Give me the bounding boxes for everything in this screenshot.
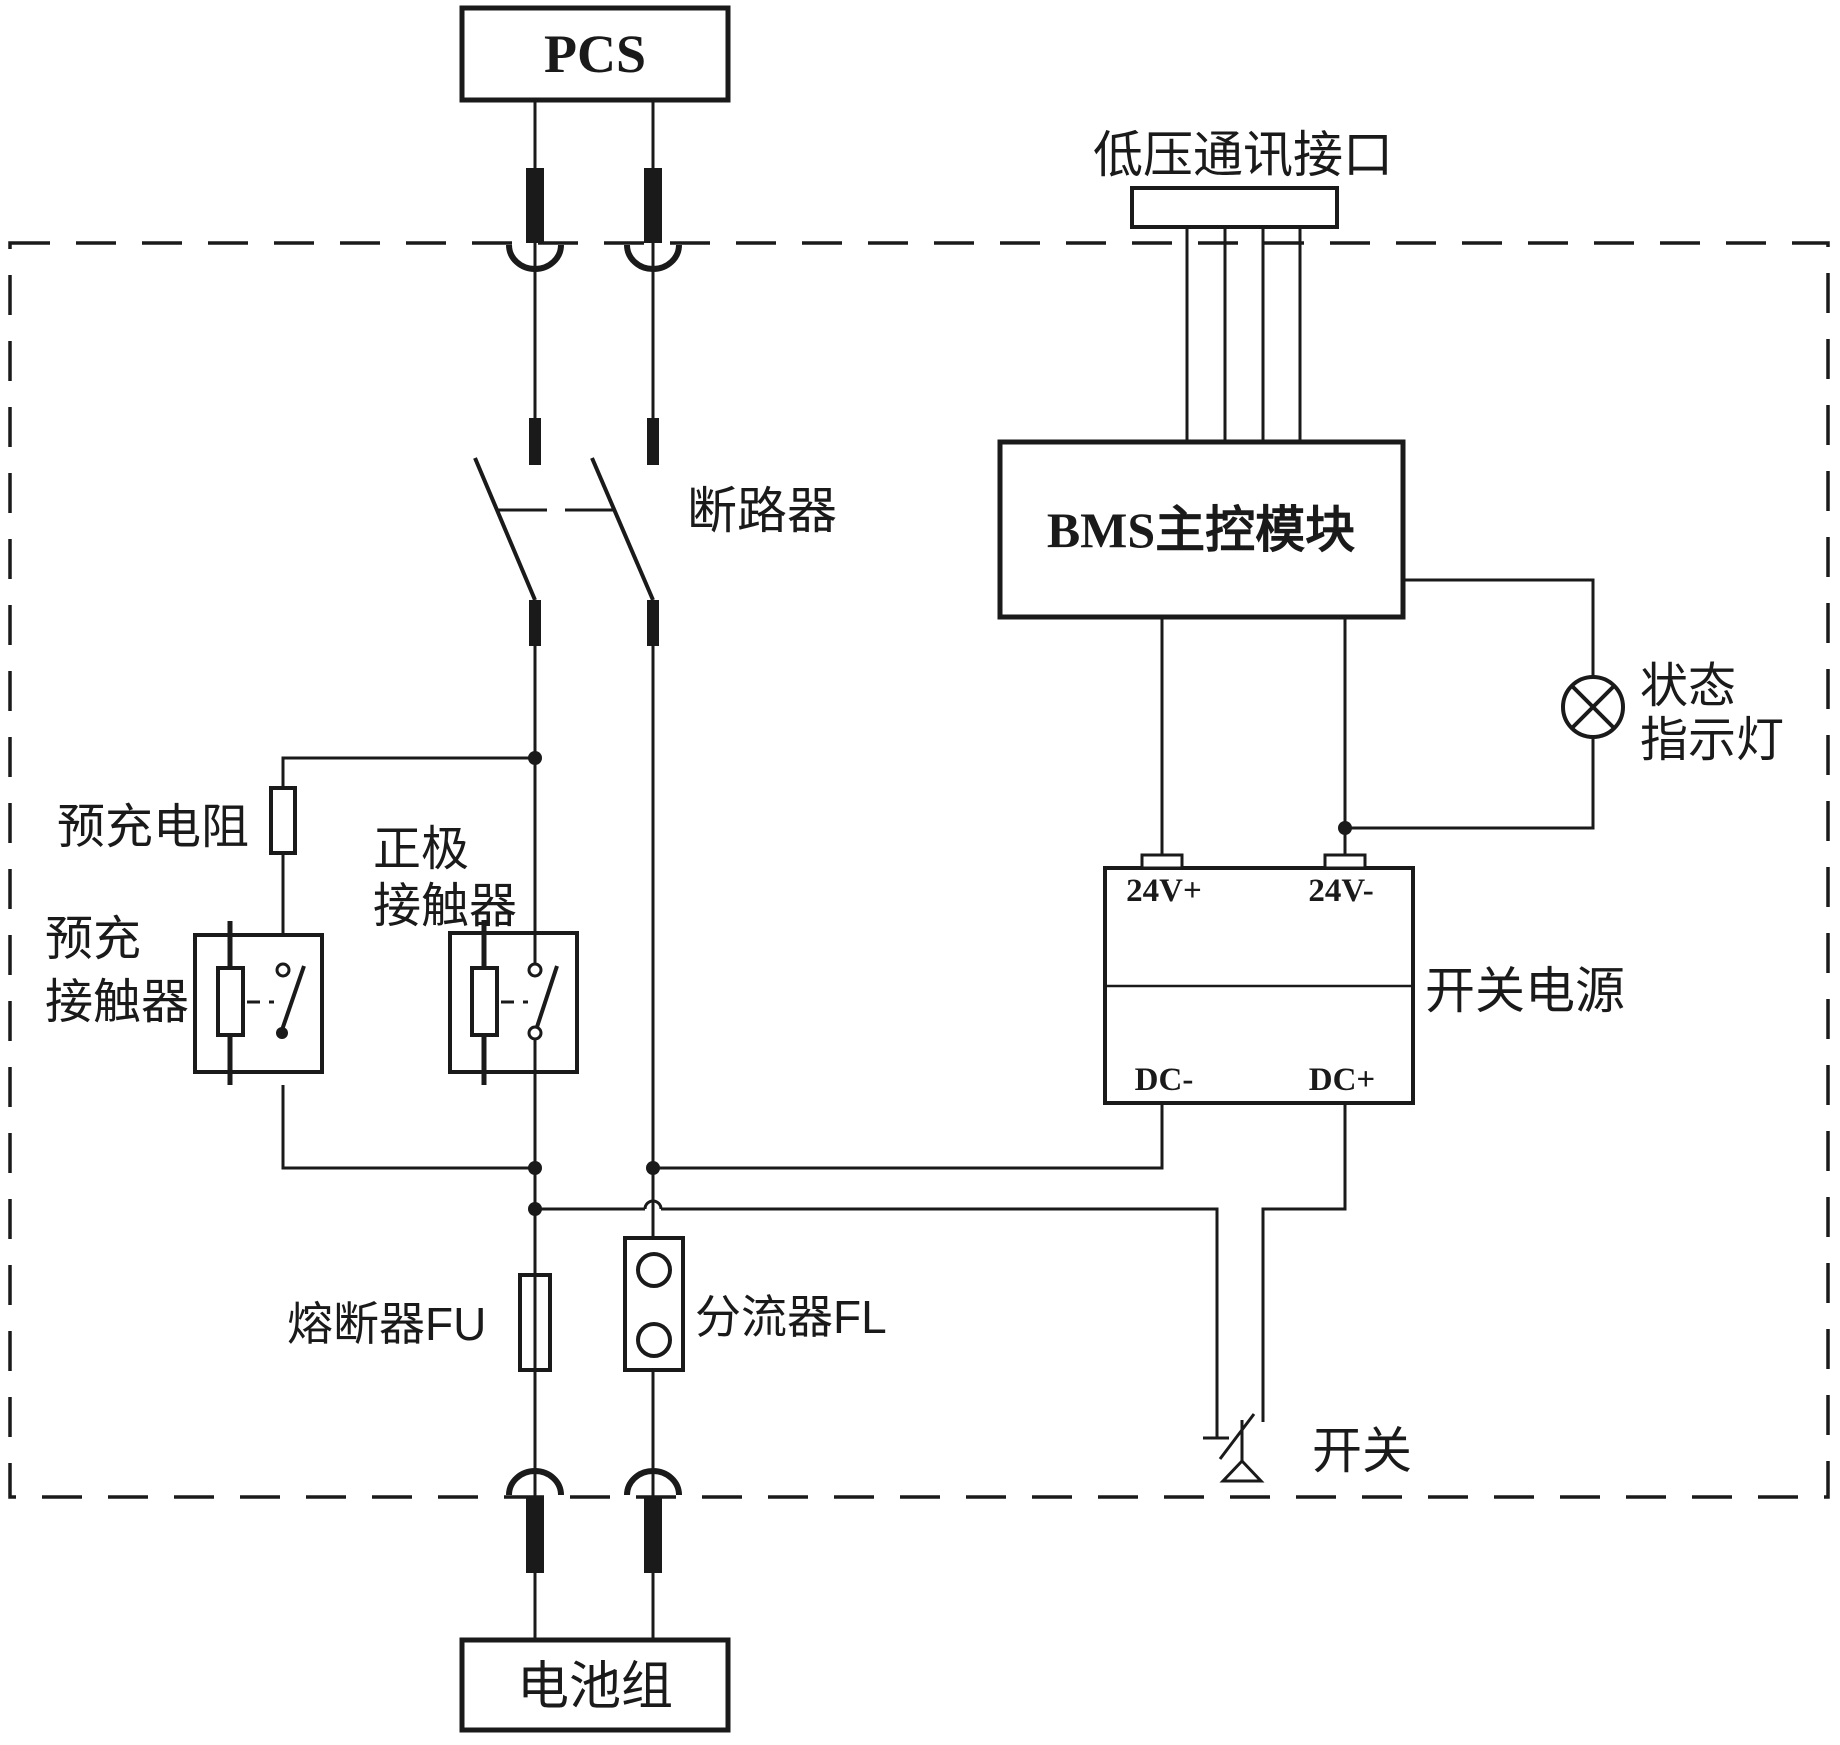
- coil-symbol: [216, 966, 245, 1037]
- comm-interface-box: [1130, 186, 1339, 229]
- lamp-return-wire: [1345, 737, 1595, 830]
- pcs-unit: PCS: [459, 5, 731, 103]
- coil-symbol: [470, 966, 499, 1037]
- precharge-contactor-label: 预充: [45, 913, 141, 966]
- bms-label: BMS主控模块: [1047, 502, 1355, 558]
- status-lamp: 状态 指示灯: [1561, 660, 1784, 767]
- top-feedthrough-terminals: [506, 168, 682, 272]
- breaker-contact: [529, 418, 541, 465]
- psu-terminal-24v-minus: 24V-: [1308, 873, 1373, 909]
- feedthrough-cup: [506, 244, 564, 272]
- feedthrough-terminal: [526, 168, 544, 243]
- precharge-resistor-label: 预充电阻: [57, 801, 249, 854]
- circuit-breaker: 断路器: [473, 418, 837, 646]
- breaker-blade: [590, 457, 655, 601]
- precharge-resistor: 预充电阻: [57, 786, 297, 855]
- battery-box: [459, 1637, 731, 1733]
- lamp-feed-wire: [1403, 578, 1595, 677]
- psu-terminal-24v-plus: 24V+: [1126, 873, 1202, 909]
- switch-base: [1219, 1458, 1265, 1483]
- feedthrough-cup: [506, 1468, 564, 1496]
- psu-terminal-dc-minus: DC-: [1135, 1062, 1194, 1098]
- precharge-branch-wire: [281, 756, 535, 935]
- breaker-contact: [647, 600, 659, 646]
- battery-pack: 电池组: [459, 1637, 731, 1733]
- comm-interface: 低压通讯接口: [1093, 127, 1393, 442]
- contactor-box: [193, 933, 324, 1074]
- status-lamp-icon: [1570, 684, 1616, 730]
- positive-contactor-label: 正极: [373, 823, 469, 876]
- junction-dot: [528, 751, 542, 765]
- bms-box: [997, 439, 1406, 620]
- shunt: 分流器FL: [623, 1236, 887, 1372]
- positive-feed-wire: [661, 1207, 1219, 1438]
- shunt-label: 分流器FL: [695, 1291, 887, 1343]
- power-switch: 开关: [1203, 1413, 1412, 1483]
- shunt-terminal: [636, 1322, 672, 1358]
- fuse-label: 熔断器FU: [287, 1298, 486, 1350]
- positive-contactor: 正极 接触器: [373, 823, 579, 1085]
- breaker-contact: [647, 418, 659, 465]
- positive-contactor-label: 接触器: [373, 880, 517, 933]
- feedthrough-terminal: [526, 1497, 544, 1573]
- enclosure-dashed-border: [8, 241, 1830, 1499]
- pcs-box: [459, 5, 731, 103]
- battery-label: 电池组: [517, 1658, 673, 1716]
- junction-dot: [528, 1161, 542, 1175]
- psu-terminal-tab: [1323, 853, 1367, 870]
- shunt-terminal: [636, 1252, 672, 1288]
- contactor-box: [448, 931, 579, 1074]
- feedthrough-terminal: [644, 1497, 662, 1573]
- breaker-label: 断路器: [687, 483, 837, 539]
- resistor-symbol: [269, 786, 297, 855]
- status-lamp-label: 指示灯: [1640, 714, 1784, 767]
- dc-plus-wire: [1261, 1103, 1347, 1422]
- bottom-feedthrough-terminals: [506, 1468, 682, 1573]
- junction-dot: [1338, 821, 1352, 835]
- precharge-return-wire: [281, 1085, 535, 1170]
- breaker-blade: [473, 457, 537, 601]
- feedthrough-cup: [624, 244, 682, 272]
- junction-dot: [646, 1161, 660, 1175]
- contact-blade: [280, 965, 306, 1031]
- precharge-contactor-label: 接触器: [45, 976, 189, 1029]
- fuse: 熔断器FU: [287, 1273, 552, 1372]
- switch-blade: [1218, 1413, 1256, 1460]
- switch-label: 开关: [1312, 1423, 1412, 1479]
- bms-module: BMS主控模块: [997, 439, 1406, 620]
- psu-terminal-dc-plus: DC+: [1309, 1062, 1375, 1098]
- feedthrough-cup: [624, 1468, 682, 1496]
- feedthrough-terminal: [644, 168, 662, 243]
- contact-point: [275, 962, 291, 978]
- contact-point: [276, 1027, 288, 1039]
- comm-interface-label: 低压通讯接口: [1093, 127, 1393, 183]
- contact-blade: [534, 965, 559, 1031]
- contact-point: [527, 1025, 543, 1041]
- fuse-symbol: [518, 1273, 552, 1372]
- pcs-label: PCS: [544, 24, 646, 84]
- contact-point: [527, 962, 543, 978]
- dc-minus-wire: [653, 1103, 1164, 1170]
- psu-label: 开关电源: [1425, 963, 1625, 1019]
- status-lamp-label: 状态: [1640, 660, 1736, 713]
- wire-hop: [643, 1199, 663, 1210]
- wiring: [281, 100, 1595, 1640]
- switching-power-supply: 24V+ 24V- DC- DC+ 开关电源: [1103, 853, 1625, 1105]
- breaker-contact: [529, 600, 541, 646]
- precharge-contactor: 预充 接触器: [45, 913, 324, 1085]
- junction-dot: [528, 1202, 542, 1216]
- psu-terminal-tab: [1140, 853, 1184, 870]
